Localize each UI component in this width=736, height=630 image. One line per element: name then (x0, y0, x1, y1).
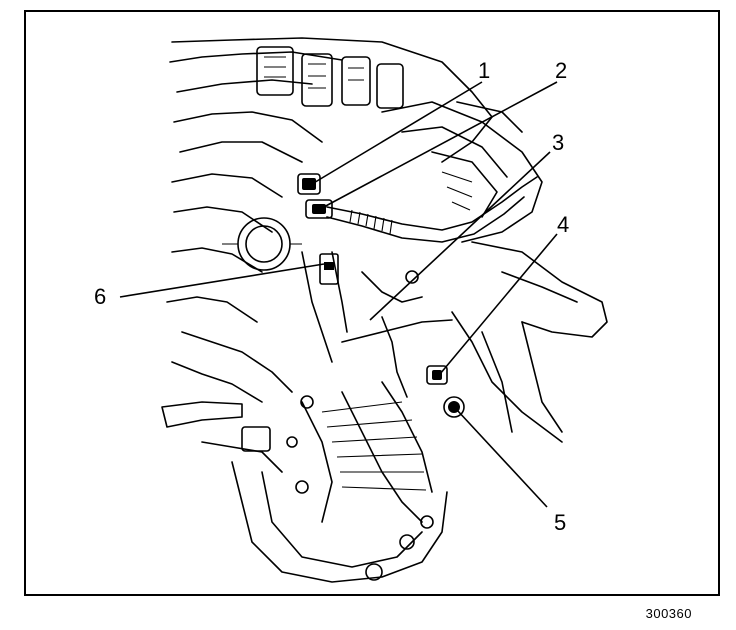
engine-illustration: 1 2 3 4 5 6 (94, 37, 608, 583)
callout-3: 3 (552, 130, 564, 155)
callout-2: 2 (555, 58, 567, 83)
callout-labels: 1 2 3 4 5 6 (94, 58, 569, 535)
callout-5: 5 (554, 510, 566, 535)
callout-leaders (119, 81, 558, 508)
callout-4: 4 (557, 212, 569, 237)
figure-frame: 1 2 3 4 5 6 (24, 10, 720, 596)
engine-block-drawing (161, 37, 608, 583)
callout-6: 6 (94, 284, 106, 309)
callout-1: 1 (478, 58, 490, 83)
figure-id: 300360 (645, 606, 692, 621)
